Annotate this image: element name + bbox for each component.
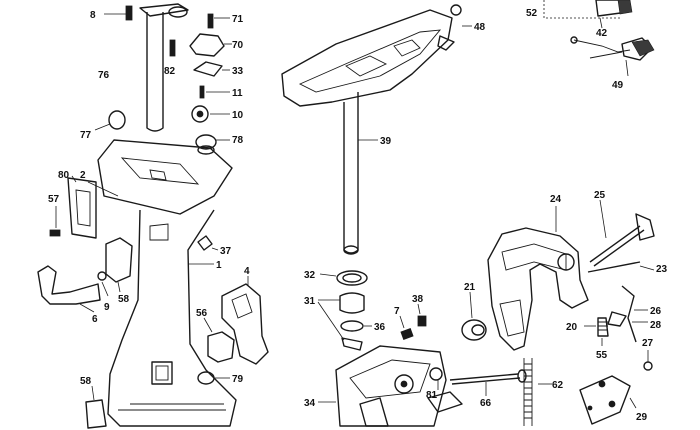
callout-56: 56 — [196, 308, 208, 319]
callout-29: 29 — [636, 412, 648, 423]
callout-71: 71 — [232, 14, 244, 25]
callout-77: 77 — [80, 130, 92, 141]
callout-20: 20 — [566, 322, 578, 333]
exhaust-housing-group — [37, 3, 269, 429]
callout-80: 80 — [58, 170, 70, 181]
callout-1: 1 — [216, 260, 222, 271]
callout-31: 31 — [304, 296, 316, 307]
callout-82: 82 — [164, 66, 176, 77]
callout-70: 70 — [232, 40, 244, 51]
callout-58-upper: 58 — [118, 294, 130, 305]
callout-79: 79 — [232, 374, 244, 385]
callout-11: 11 — [232, 88, 243, 99]
callout-labels: 8 71 70 76 82 33 11 10 78 77 80 2 57 37 … — [48, 8, 668, 423]
callout-26: 26 — [650, 306, 662, 317]
clamp-bracket-group — [461, 0, 655, 426]
callout-21: 21 — [464, 282, 476, 293]
callout-37: 37 — [220, 246, 232, 257]
callout-76: 76 — [98, 70, 110, 81]
callout-66: 66 — [480, 398, 492, 409]
swivel-bracket-group — [281, 4, 527, 427]
callout-48: 48 — [474, 22, 486, 33]
callout-10: 10 — [232, 110, 244, 121]
callout-49: 49 — [612, 80, 624, 91]
callout-32: 32 — [304, 270, 316, 281]
callout-34: 34 — [304, 398, 316, 409]
callout-57: 57 — [48, 194, 60, 205]
callout-42: 42 — [596, 28, 608, 39]
callout-25: 25 — [594, 190, 606, 201]
callout-4: 4 — [244, 266, 250, 277]
callout-27: 27 — [642, 338, 654, 349]
steering-tube-shape — [146, 12, 164, 132]
callout-2: 2 — [80, 170, 86, 181]
callout-6: 6 — [92, 314, 98, 325]
callout-78: 78 — [232, 135, 244, 146]
callout-8: 8 — [90, 10, 96, 21]
callout-38: 38 — [412, 294, 424, 305]
callout-55: 55 — [596, 350, 608, 361]
callout-33: 33 — [232, 66, 244, 77]
callout-24: 24 — [550, 194, 562, 205]
callout-58-lower: 58 — [80, 376, 92, 387]
callout-28: 28 — [650, 320, 662, 331]
callout-9: 9 — [104, 302, 110, 313]
callout-39: 39 — [380, 136, 392, 147]
callout-7: 7 — [394, 306, 400, 317]
callout-62: 62 — [552, 380, 564, 391]
callout-36: 36 — [374, 322, 386, 333]
callout-23: 23 — [656, 264, 668, 275]
callout-52: 52 — [526, 8, 538, 19]
callout-81: 81 — [426, 390, 438, 401]
